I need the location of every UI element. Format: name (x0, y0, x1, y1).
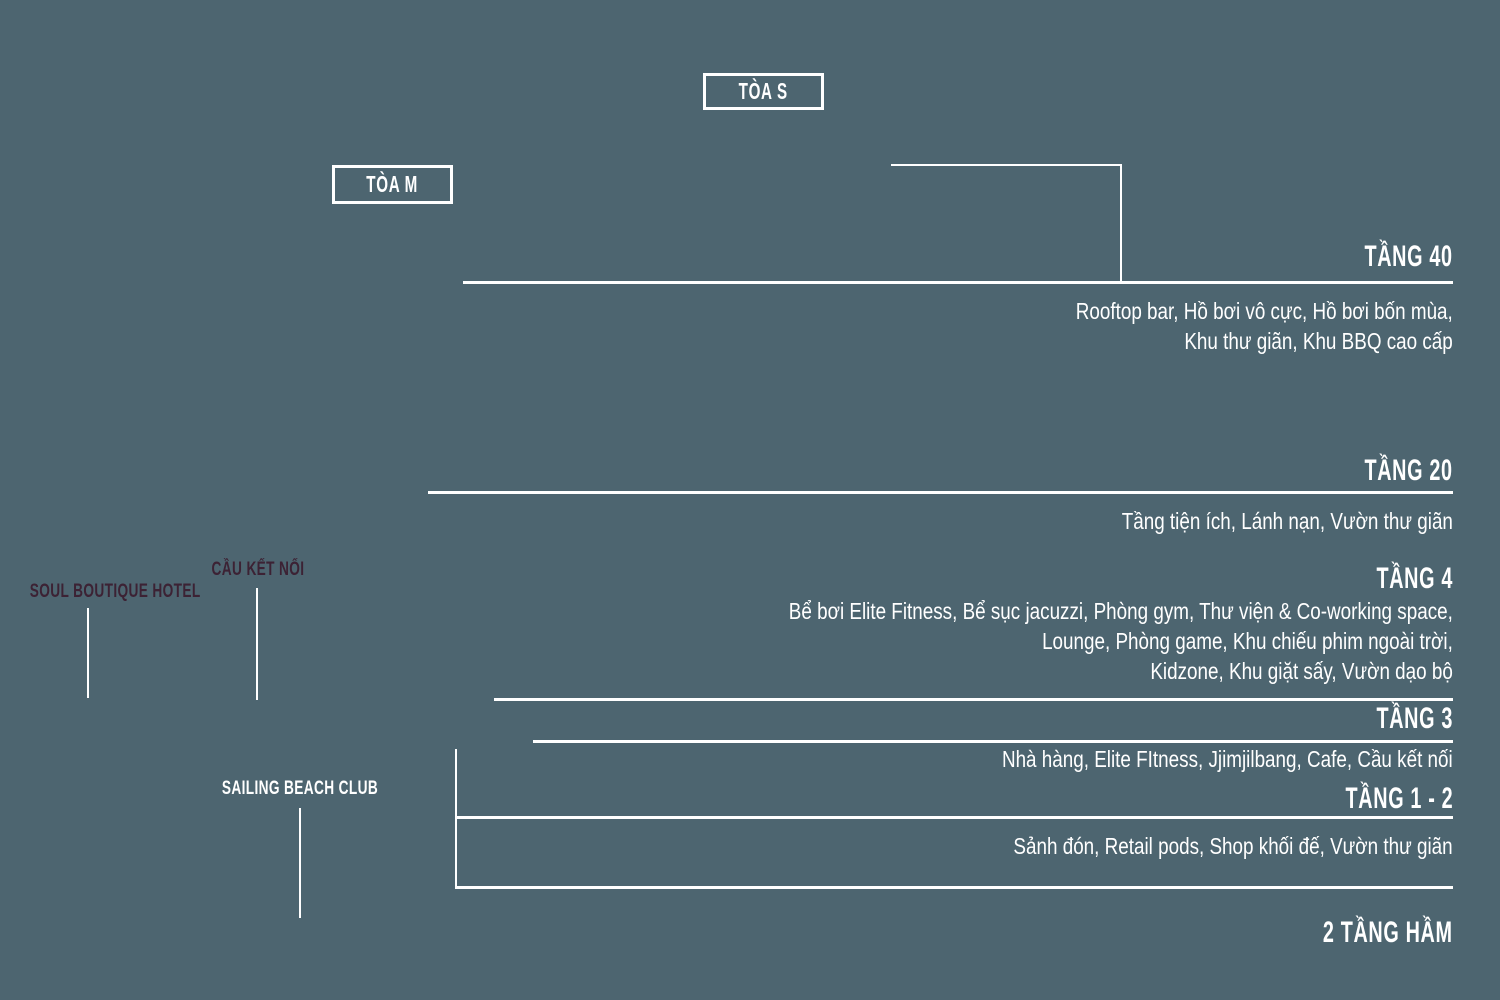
floor-desc-line: Tầng tiện ích, Lánh nạn, Vườn thư giãn (1121, 508, 1453, 534)
floor-title-tang-4: TẦNG 4 (1376, 562, 1453, 595)
cau-ket-noi-connector-line (256, 588, 258, 700)
tower-s-wall-line (1120, 164, 1122, 283)
tower-s-box: TÒA S (703, 73, 824, 110)
floor-title-tang-20: TẦNG 20 (1364, 454, 1453, 487)
floor-desc-line: Bể bơi Elite Fitness, Bể sục jacuzzi, Ph… (788, 598, 1453, 624)
floor-line-tang-40 (463, 281, 1453, 284)
floor-title-tang-3: TẦNG 3 (1376, 702, 1453, 735)
soul-boutique-hotel-connector-line (87, 608, 89, 698)
floor-desc-line: Lounge, Phòng game, Khu chiếu phim ngoài… (1042, 628, 1453, 654)
tower-m-label: TÒA M (366, 171, 419, 197)
podium-left-wall-line (455, 749, 457, 889)
sailing-beach-club-connector-line (299, 808, 301, 918)
tower-s-label: TÒA S (738, 78, 789, 104)
floor-desc-line: Sảnh đón, Retail pods, Shop khối đế, Vườ… (1013, 833, 1453, 859)
floor-line-tang-20 (428, 491, 1453, 494)
floor-desc-tang-20: Tầng tiện ích, Lánh nạn, Vườn thư giãn (1122, 506, 1453, 536)
floor-line-tang-3 (533, 740, 1453, 743)
cau-ket-noi-label: CẦU KẾT NỐI (211, 559, 305, 580)
floor-desc-tang-40: Rooftop bar, Hồ bơi vô cực, Hồ bơi bốn m… (1076, 296, 1453, 356)
tower-m-box: TÒA M (332, 165, 453, 204)
floor-line-tang-4 (494, 698, 1453, 701)
floor-desc-tang-3: Nhà hàng, Elite FItness, Jjimjilbang, Ca… (1002, 744, 1453, 774)
floor-desc-line: Kidzone, Khu giặt sấy, Vườn dạo bộ (1150, 658, 1453, 684)
floor-desc-line: Rooftop bar, Hồ bơi vô cực, Hồ bơi bốn m… (1075, 298, 1453, 324)
tower-s-roof-line (891, 164, 1122, 166)
floor-title-tang-ham: 2 TẦNG HẦM (1323, 916, 1453, 949)
floor-title-tang-40: TẦNG 40 (1364, 240, 1453, 273)
floor-desc-tang-4: Bể bơi Elite Fitness, Bể sục jacuzzi, Ph… (789, 596, 1453, 686)
floor-line-base (455, 886, 1453, 889)
sailing-beach-club-label: SAILING BEACH CLUB (221, 778, 379, 799)
floor-title-tang-1-2: TẦNG 1 - 2 (1345, 782, 1453, 815)
floor-desc-tang-1-2: Sảnh đón, Retail pods, Shop khối đế, Vườ… (1014, 831, 1453, 861)
floor-line-tang-1-2 (455, 816, 1453, 819)
floor-desc-line: Nhà hàng, Elite FItness, Jjimjilbang, Ca… (1002, 746, 1453, 772)
floor-desc-line: Khu thư giãn, Khu BBQ cao cấp (1184, 328, 1453, 354)
soul-boutique-hotel-label: SOUL BOUTIQUE HOTEL (29, 581, 201, 602)
